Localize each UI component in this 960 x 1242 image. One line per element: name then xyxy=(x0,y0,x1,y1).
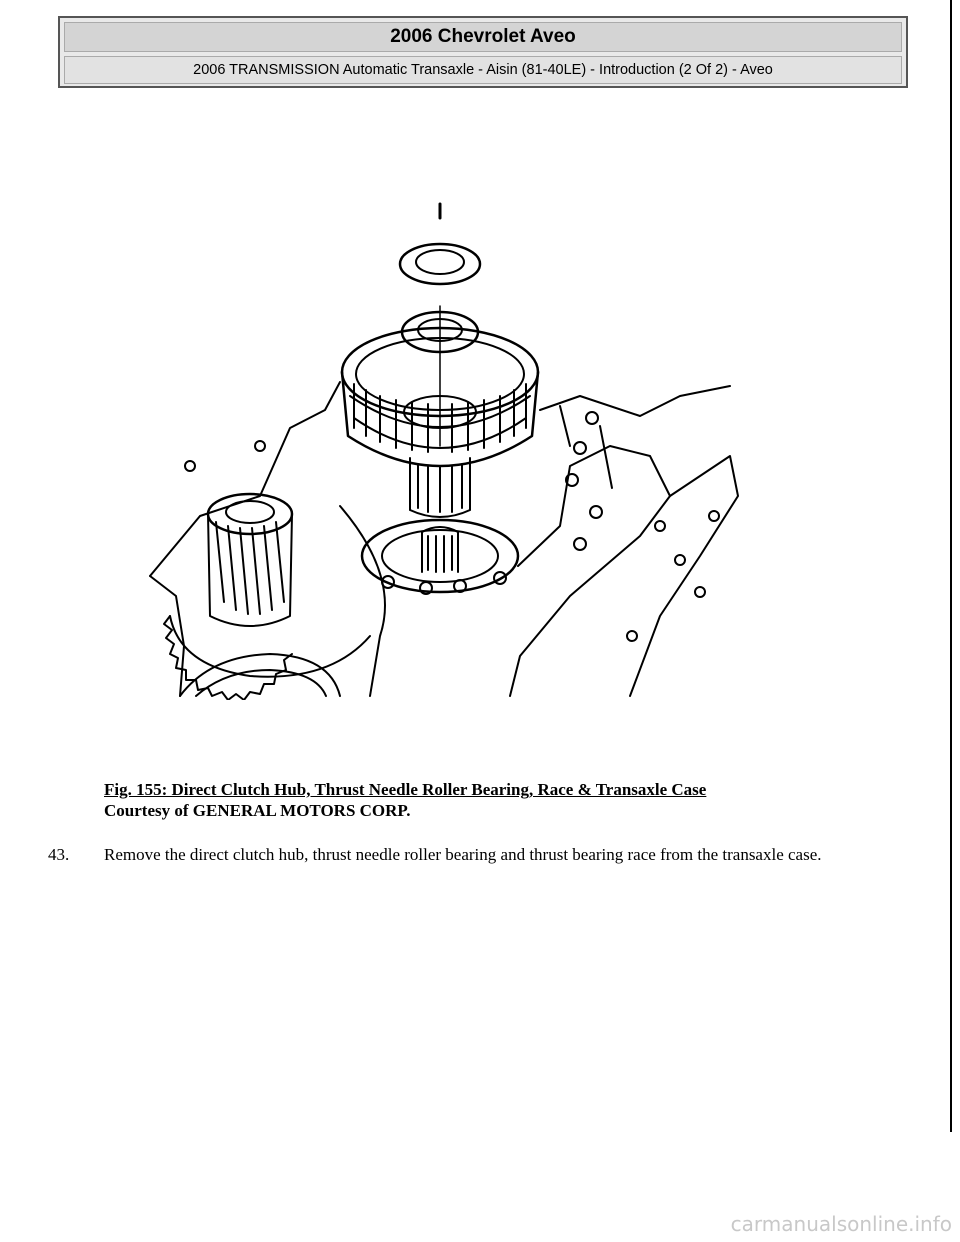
header-title: 2006 Chevrolet Aveo xyxy=(64,22,902,52)
page-border xyxy=(950,0,952,1132)
step-text: Remove the direct clutch hub, thrust nee… xyxy=(104,845,822,864)
figure-caption: Fig. 155: Direct Clutch Hub, Thrust Need… xyxy=(104,780,707,799)
procedure-step: 43. Remove the direct clutch hub, thrust … xyxy=(48,845,822,865)
step-number: 43. xyxy=(48,845,70,864)
header-subtitle: 2006 TRANSMISSION Automatic Transaxle - … xyxy=(64,56,902,84)
figure-courtesy: Courtesy of GENERAL MOTORS CORP. xyxy=(104,801,411,820)
transaxle-illustration xyxy=(140,196,740,700)
document-header: 2006 Chevrolet Aveo 2006 TRANSMISSION Au… xyxy=(58,16,908,88)
site-watermark: carmanualsonline.info xyxy=(730,1212,952,1236)
